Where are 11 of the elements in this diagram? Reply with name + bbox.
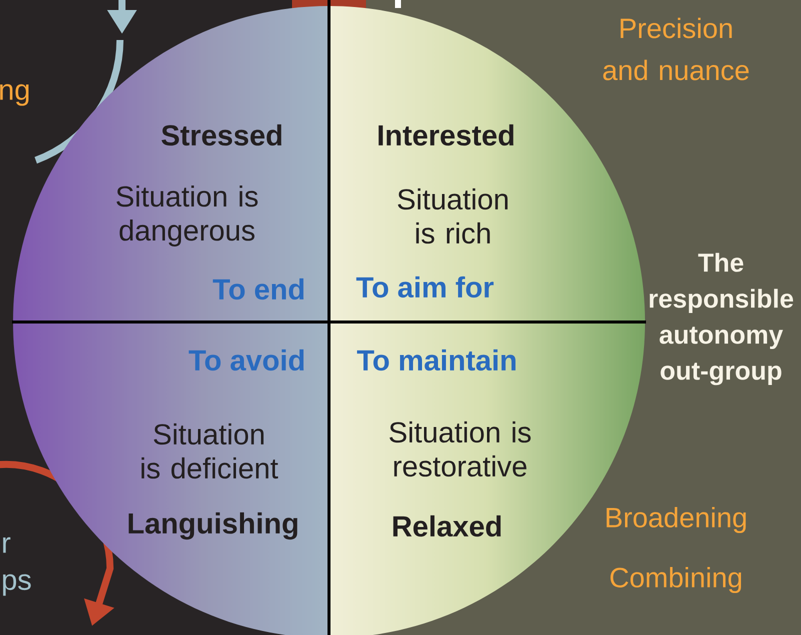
side-label: Broadening (606, 506, 746, 534)
quadrant: Stressed Situation is dangerous To end (116, 124, 304, 300)
quadrant: Interested Situation is rich To aim for (356, 124, 514, 298)
cut-label: ng (0, 84, 29, 106)
group-label: The responsible autonomy out-group (650, 252, 794, 386)
cut-label: ps (3, 574, 31, 596)
quadrant: To avoid Situation is deficient Languishing (128, 349, 304, 540)
cut-label: r (3, 537, 10, 553)
side-label: Combining (610, 566, 742, 594)
quadrant: To maintain Situation is restorative Relaxed (357, 349, 531, 537)
side-label: Precision and nuance (603, 18, 749, 80)
